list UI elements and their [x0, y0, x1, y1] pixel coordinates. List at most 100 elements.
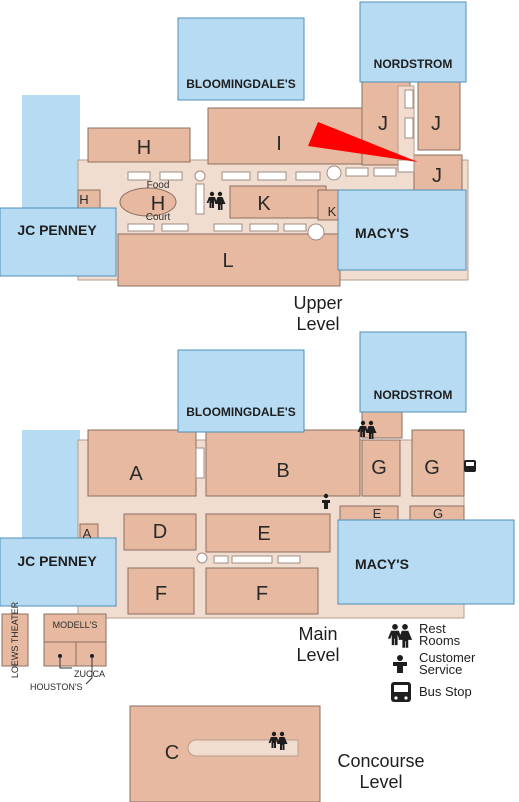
jc-penney-wing-upper [22, 95, 80, 210]
kiosk [404, 89, 414, 109]
store-j-bottom-label: J [432, 165, 442, 187]
store-l-label: L [222, 250, 233, 272]
kiosk [159, 171, 183, 181]
macys-anchor-main[interactable] [337, 519, 515, 605]
food-court-label-2: Court [146, 212, 171, 223]
loews-theater-label: LOEWS THEATER [10, 601, 20, 678]
store-b[interactable] [205, 429, 361, 497]
nordstrom-label-main: NORDSTROM [374, 388, 453, 402]
bloomingdales-label-main: BLOOMINGDALE'S [186, 405, 296, 419]
jc-penney-wing-main [22, 430, 80, 538]
store-b-label: B [276, 460, 289, 482]
store-c-label: C [165, 742, 179, 764]
nordstrom-anchor-main[interactable] [359, 331, 467, 413]
jc-penney-anchor-upper[interactable] [0, 207, 117, 277]
concourse-corridor [187, 739, 299, 757]
kiosk [196, 552, 208, 564]
zucca-leader-line [59, 656, 72, 669]
store-a-small-label: A [83, 526, 92, 541]
legend-service-label-2: Service [419, 662, 462, 677]
kiosk [373, 167, 397, 177]
store-f-right-label: F [256, 583, 268, 605]
customer-service-icon [322, 493, 330, 509]
jc-penney-label-main: JC PENNEY [17, 553, 97, 569]
kiosk [404, 117, 414, 139]
kiosk [213, 555, 229, 564]
kiosk [345, 167, 369, 177]
legend-bus-label: Bus Stop [419, 684, 472, 699]
macys-anchor-upper[interactable] [337, 189, 467, 271]
store-g-left-label: G [371, 457, 387, 479]
store-a[interactable] [87, 429, 197, 497]
bloomingdales-label-upper: BLOOMINGDALE'S [186, 77, 296, 91]
store-f-right[interactable] [205, 567, 319, 615]
kiosk [213, 223, 243, 232]
legend: Rest Rooms Customer Service Bus Stop [387, 621, 476, 702]
kiosk [397, 159, 415, 173]
store-g-right[interactable] [411, 429, 465, 497]
houstons-leader-line [85, 656, 93, 685]
upper-level [0, 1, 469, 287]
legend-restrooms-label-2: Rooms [419, 633, 461, 648]
jc-penney-label-upper: JC PENNEY [17, 222, 97, 238]
legend-restrooms-label-1: Rest [419, 621, 446, 636]
main-level-label-1: Main [298, 624, 337, 644]
zucca-label: ZUCCA [74, 669, 105, 679]
kiosk [283, 223, 307, 232]
store-d[interactable] [123, 513, 197, 551]
bus-icon [464, 460, 476, 472]
store-e-small-label: E [373, 506, 382, 521]
macys-label-main: MACY'S [355, 556, 409, 572]
store-g-right-label: G [424, 457, 440, 479]
store-h-small-label: H [79, 192, 88, 207]
store-e-small[interactable] [339, 505, 399, 521]
store-f-left-label: F [155, 583, 167, 605]
customer-service-icon [393, 655, 407, 673]
concourse-level-label-1: Concourse [337, 751, 424, 771]
nordstrom-anchor-upper[interactable] [359, 1, 467, 83]
food-court-h-label: H [151, 193, 165, 215]
store-f-left[interactable] [127, 567, 195, 615]
upper-level-label-2: Level [296, 314, 339, 334]
bloomingdales-anchor-upper[interactable] [177, 17, 305, 101]
store-j-right[interactable] [417, 79, 461, 151]
kiosk [221, 171, 251, 181]
modells-block[interactable] [43, 613, 107, 667]
kiosk [127, 171, 151, 181]
kiosk [277, 555, 301, 564]
kiosk [195, 183, 205, 215]
store-j-left-label: J [378, 113, 388, 135]
kiosk [231, 555, 273, 564]
store-k-label: K [257, 193, 271, 215]
concourse-level [129, 705, 321, 802]
store-l[interactable] [117, 233, 341, 287]
bus-icon [391, 682, 411, 702]
store-a-label: A [129, 463, 143, 485]
upper-level-label-1: Upper [293, 293, 342, 313]
store-k-small-label: K [328, 204, 337, 219]
jc-penney-anchor-main[interactable] [0, 537, 117, 607]
store-j-right-label: J [431, 113, 441, 135]
macys-label-upper: MACY'S [355, 225, 409, 241]
kiosk [326, 165, 342, 181]
kiosk [249, 223, 279, 232]
restrooms-icon [387, 624, 413, 648]
main-level [0, 331, 515, 685]
store-h-top[interactable] [87, 127, 191, 163]
bloomingdales-anchor-main[interactable] [177, 349, 305, 433]
nordstrom-label-upper: NORDSTROM [374, 57, 453, 71]
store-k[interactable] [229, 185, 327, 219]
you-are-here-arrow [308, 122, 418, 162]
concourse-level-label-2: Level [359, 772, 402, 792]
store-g-left[interactable] [361, 439, 401, 497]
houstons-label: HOUSTON'S [30, 682, 83, 692]
store-i-label: I [276, 133, 282, 155]
loews-theater[interactable] [1, 613, 29, 667]
kiosk [257, 171, 287, 181]
kiosk [127, 223, 155, 232]
store-e[interactable] [205, 513, 331, 553]
food-court[interactable] [119, 187, 177, 217]
modells-label: MODELL'S [53, 620, 98, 630]
store-e-label: E [257, 523, 270, 545]
